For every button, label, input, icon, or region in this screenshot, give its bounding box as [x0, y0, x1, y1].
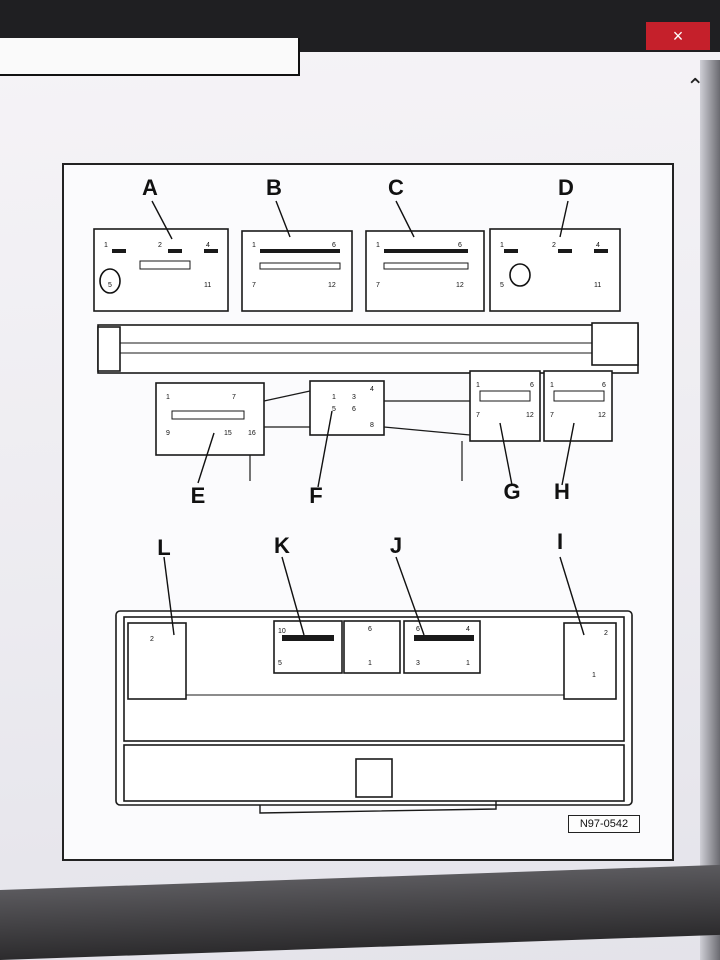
pin-G-1: 1 [476, 382, 480, 389]
pin-A-2: 2 [158, 242, 162, 249]
busbar-left-connector [97, 326, 121, 372]
connector-B [241, 230, 353, 312]
label-L: L [157, 535, 170, 560]
pin-H-1: 1 [550, 382, 554, 389]
pin-A-1: 1 [104, 242, 108, 249]
lower-connector-row [123, 616, 625, 742]
pin-A-11: 11 [204, 282, 211, 289]
pin-E-16: 16 [248, 430, 256, 437]
pin-F-3: 3 [352, 394, 356, 401]
pin-D-1: 1 [500, 242, 504, 249]
pin-F-4: 4 [370, 386, 374, 393]
pin-F-8: 8 [370, 422, 374, 429]
pin-K-1: 1 [368, 660, 372, 667]
pin-C-1: 1 [376, 242, 380, 249]
connector-I [563, 622, 617, 700]
pin-J-3: 3 [416, 660, 420, 667]
label-H: H [554, 479, 570, 504]
toolbar-box [0, 38, 300, 76]
label-G: G [503, 479, 520, 504]
pin-B-6: 6 [332, 242, 336, 249]
pin-L-2: 2 [150, 636, 154, 643]
busbar-end-connector [591, 322, 639, 366]
pin-J-1: 1 [466, 660, 470, 667]
pin-H-12: 12 [598, 412, 606, 419]
connector-H [543, 370, 613, 442]
pin-C-6: 6 [458, 242, 462, 249]
scroll-up-icon[interactable]: ⌃ [686, 74, 705, 99]
monitor-right-edge [700, 60, 720, 960]
pin-B-1: 1 [252, 242, 256, 249]
connector-J [403, 620, 481, 674]
pin-A-4: 4 [206, 242, 210, 249]
lower-tray [123, 744, 625, 802]
pin-D-2: 2 [552, 242, 556, 249]
label-F: F [309, 483, 322, 508]
label-D: D [558, 175, 574, 200]
pin-K-6: 6 [368, 626, 372, 633]
pin-B-7: 7 [252, 282, 256, 289]
pin-F-6: 6 [352, 406, 356, 413]
pin-D-5: 5 [500, 282, 504, 289]
pin-C-12: 12 [456, 282, 464, 289]
label-E: E [191, 483, 206, 508]
connector-K-half [343, 620, 401, 674]
connector-L [127, 622, 187, 700]
label-C: C [388, 175, 404, 200]
label-I: I [557, 529, 563, 554]
pin-K-10: 10 [278, 628, 286, 635]
pin-F-5: 5 [332, 406, 336, 413]
pin-D-11: 11 [594, 282, 601, 289]
pin-I-1: 1 [592, 672, 596, 679]
marker-circle-D5 [509, 263, 531, 287]
pin-A-5: 5 [108, 282, 112, 289]
pin-E-7: 7 [232, 394, 236, 401]
pin-K-5: 5 [278, 660, 282, 667]
label-K: K [274, 533, 290, 558]
connector-C [365, 230, 485, 312]
pin-H-6: 6 [602, 382, 606, 389]
close-button[interactable]: × [646, 22, 710, 50]
busbar [97, 324, 639, 374]
pin-G-7: 7 [476, 412, 480, 419]
pin-D-4: 4 [596, 242, 600, 249]
connector-A [93, 228, 229, 312]
label-B: B [266, 175, 282, 200]
pin-H-7: 7 [550, 412, 554, 419]
label-J: J [390, 533, 402, 558]
connector-K [273, 620, 343, 674]
pin-I-2: 2 [604, 630, 608, 637]
pin-F-1: 1 [332, 394, 336, 401]
pin-G-12: 12 [526, 412, 534, 419]
document-reference: N97-0542 [568, 815, 640, 833]
pin-B-12: 12 [328, 282, 336, 289]
lower-housing [115, 610, 633, 806]
pin-E-9: 9 [166, 430, 170, 437]
center-latch [355, 758, 393, 798]
pin-J-4: 4 [466, 626, 470, 633]
pin-G-6: 6 [530, 382, 534, 389]
pin-E-1: 1 [166, 394, 170, 401]
pin-C-7: 7 [376, 282, 380, 289]
connector-G [469, 370, 541, 442]
label-A: A [142, 175, 158, 200]
pin-J-6: 6 [416, 626, 420, 633]
connector-F [309, 380, 385, 436]
pin-E-15: 15 [224, 430, 232, 437]
document-page: A B C D E F G H L K J I 1 2 4 5 11 1 [62, 163, 674, 861]
connector-diagram: A B C D E F G H L K J I 1 2 4 5 11 1 [93, 175, 639, 814]
marker-circle-A5 [99, 268, 121, 294]
